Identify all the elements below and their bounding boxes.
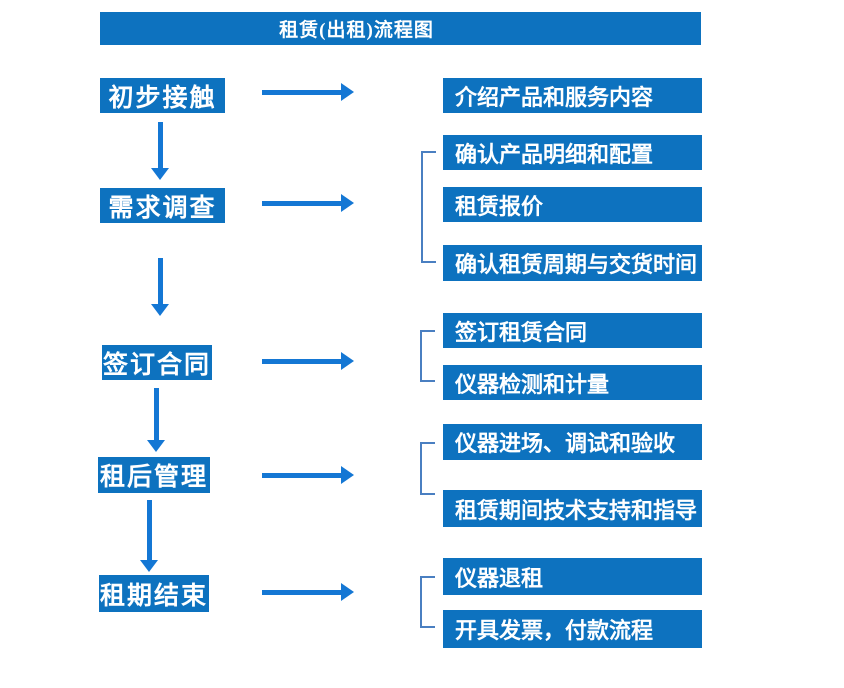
- bracket-connector: [420, 330, 435, 382]
- detail-box-confirm-product-config: 确认产品明细和配置: [443, 135, 702, 170]
- detail-box-instrument-return: 仪器退租: [443, 558, 702, 595]
- arrow-head: [147, 440, 165, 452]
- bracket-connector: [420, 442, 435, 495]
- arrow-shaft: [147, 500, 152, 560]
- arrow-right-icon: [262, 583, 354, 601]
- arrow-head: [151, 168, 169, 180]
- step-box-demand-survey: 需求调查: [100, 188, 225, 223]
- arrow-right-icon: [262, 194, 354, 212]
- arrow-down-icon: [140, 500, 158, 572]
- arrow-head: [341, 466, 354, 484]
- arrow-head: [341, 194, 354, 212]
- arrow-shaft: [154, 388, 159, 440]
- detail-box-instrument-testing: 仪器检测和计量: [443, 365, 702, 400]
- arrow-shaft: [262, 590, 341, 595]
- arrow-down-icon: [151, 258, 169, 316]
- detail-box-confirm-period-delivery: 确认租赁周期与交货时间: [443, 245, 702, 281]
- detail-box-introduce-products: 介绍产品和服务内容: [443, 78, 702, 113]
- detail-box-tech-support: 租赁期间技术支持和指导: [443, 490, 702, 527]
- bracket-connector: [420, 576, 435, 628]
- arrow-shaft: [262, 359, 341, 364]
- arrow-shaft: [262, 90, 341, 95]
- detail-box-sign-rental-contract: 签订租赁合同: [443, 313, 702, 348]
- arrow-shaft: [262, 473, 341, 478]
- arrow-shaft: [158, 258, 163, 304]
- arrow-shaft: [262, 201, 341, 206]
- arrow-right-icon: [262, 352, 354, 370]
- arrow-head: [151, 304, 169, 316]
- flowchart-title: 租赁(出租)流程图: [100, 12, 701, 45]
- arrow-head: [140, 560, 158, 572]
- arrow-head: [341, 83, 354, 101]
- bracket-connector: [421, 151, 436, 263]
- detail-box-rental-quote: 租赁报价: [443, 187, 702, 222]
- step-box-rental-end: 租期结束: [99, 575, 209, 612]
- arrow-down-icon: [147, 388, 165, 452]
- arrow-right-icon: [262, 466, 354, 484]
- step-box-initial-contact: 初步接触: [100, 78, 225, 113]
- arrow-shaft: [158, 122, 163, 168]
- arrow-down-icon: [151, 122, 169, 180]
- step-box-sign-contract: 签订合同: [102, 345, 212, 380]
- detail-box-invoice-payment: 开具发票，付款流程: [443, 610, 702, 648]
- step-box-post-rental-management: 租后管理: [98, 457, 210, 493]
- arrow-head: [341, 352, 354, 370]
- arrow-head: [341, 583, 354, 601]
- arrow-right-icon: [262, 83, 354, 101]
- detail-box-instrument-entry-acceptance: 仪器进场、调试和验收: [443, 424, 702, 460]
